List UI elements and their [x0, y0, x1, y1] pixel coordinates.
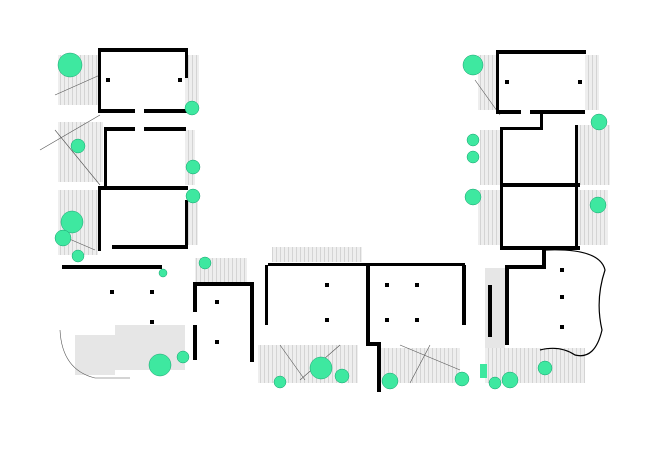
- tree-icon: [466, 150, 480, 164]
- tree-icon: [60, 210, 84, 234]
- tree-icon: [176, 350, 190, 364]
- tree-icon: [537, 360, 553, 376]
- green-kiosk: [480, 364, 487, 378]
- tree-icon: [148, 353, 172, 377]
- tree-icon: [488, 376, 502, 390]
- tree-icon: [158, 268, 168, 278]
- tree-icon: [70, 138, 86, 154]
- tree-icon: [381, 372, 399, 390]
- tree-icon: [334, 368, 350, 384]
- tree-icon: [462, 54, 484, 76]
- tree-icon: [501, 371, 519, 389]
- tree-icon: [273, 375, 287, 389]
- tree-icon: [184, 100, 200, 116]
- tree-icon: [590, 113, 608, 131]
- walls: [62, 48, 606, 392]
- tree-icon: [54, 229, 72, 247]
- tree-icon: [57, 52, 83, 78]
- tree-icon: [464, 188, 482, 206]
- tree-icon: [198, 256, 212, 270]
- tree-icon: [185, 159, 201, 175]
- paving-areas: [39, 55, 610, 384]
- tree-icon: [185, 188, 201, 204]
- tree-icon: [589, 196, 607, 214]
- tree-icon: [71, 249, 85, 263]
- tree-icon: [466, 133, 480, 147]
- tree-icon: [309, 356, 333, 380]
- columns: [106, 78, 582, 344]
- trees: [54, 52, 608, 390]
- tree-icon: [454, 371, 470, 387]
